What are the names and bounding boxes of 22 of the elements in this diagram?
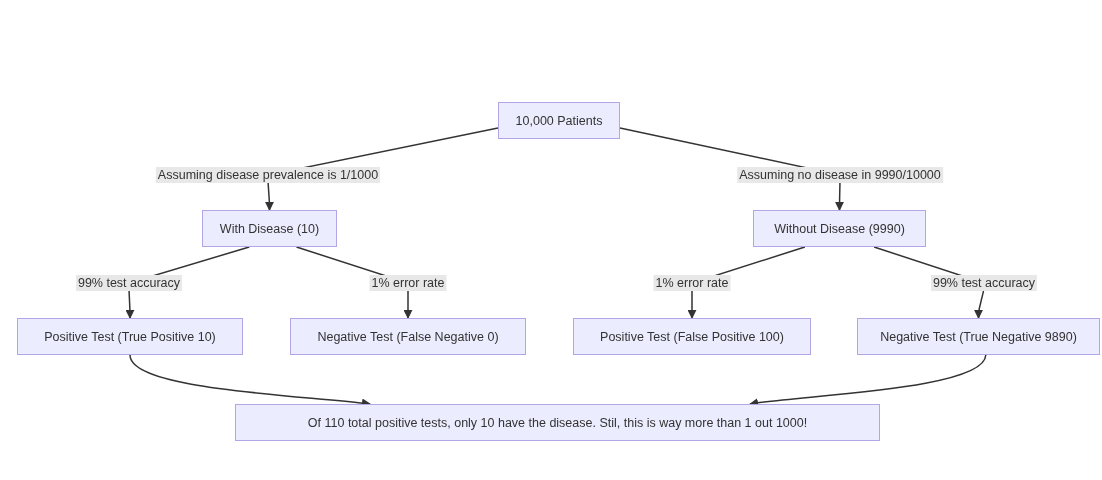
node-text: Positive Test (True Positive 10) [44,329,216,344]
node-text: With Disease (10) [219,221,320,236]
process-box [202,210,337,247]
node-text: Negative Test (False Negative 0) [317,329,499,344]
edge-label: Assuming no disease in 9990/10000 [737,167,943,183]
process-box [498,102,620,139]
edge-label: 1% error rate [653,275,731,291]
edge-label: 99% test accuracy [75,275,183,291]
node-text: Of 110 total positive tests, only 10 have the disease. Stil, this is way more than 1 out 1000! [307,415,808,430]
node-text: Negative Test (True Negative 9890) [880,329,1077,344]
process-box [573,318,811,355]
edge-label: 99% test accuracy [930,275,1038,291]
process-box [17,318,243,355]
node-text: Without Disease (9990) [774,221,905,236]
process-box [235,404,880,441]
process-box [857,318,1100,355]
node-text: 10,000 Patients [515,113,603,128]
process-box [290,318,526,355]
node-text: Positive Test (False Positive 100) [600,329,784,344]
edge-label: Assuming disease prevalence is 1/1000 [155,167,381,183]
edge-label: 1% error rate [369,275,447,291]
process-box [753,210,926,247]
